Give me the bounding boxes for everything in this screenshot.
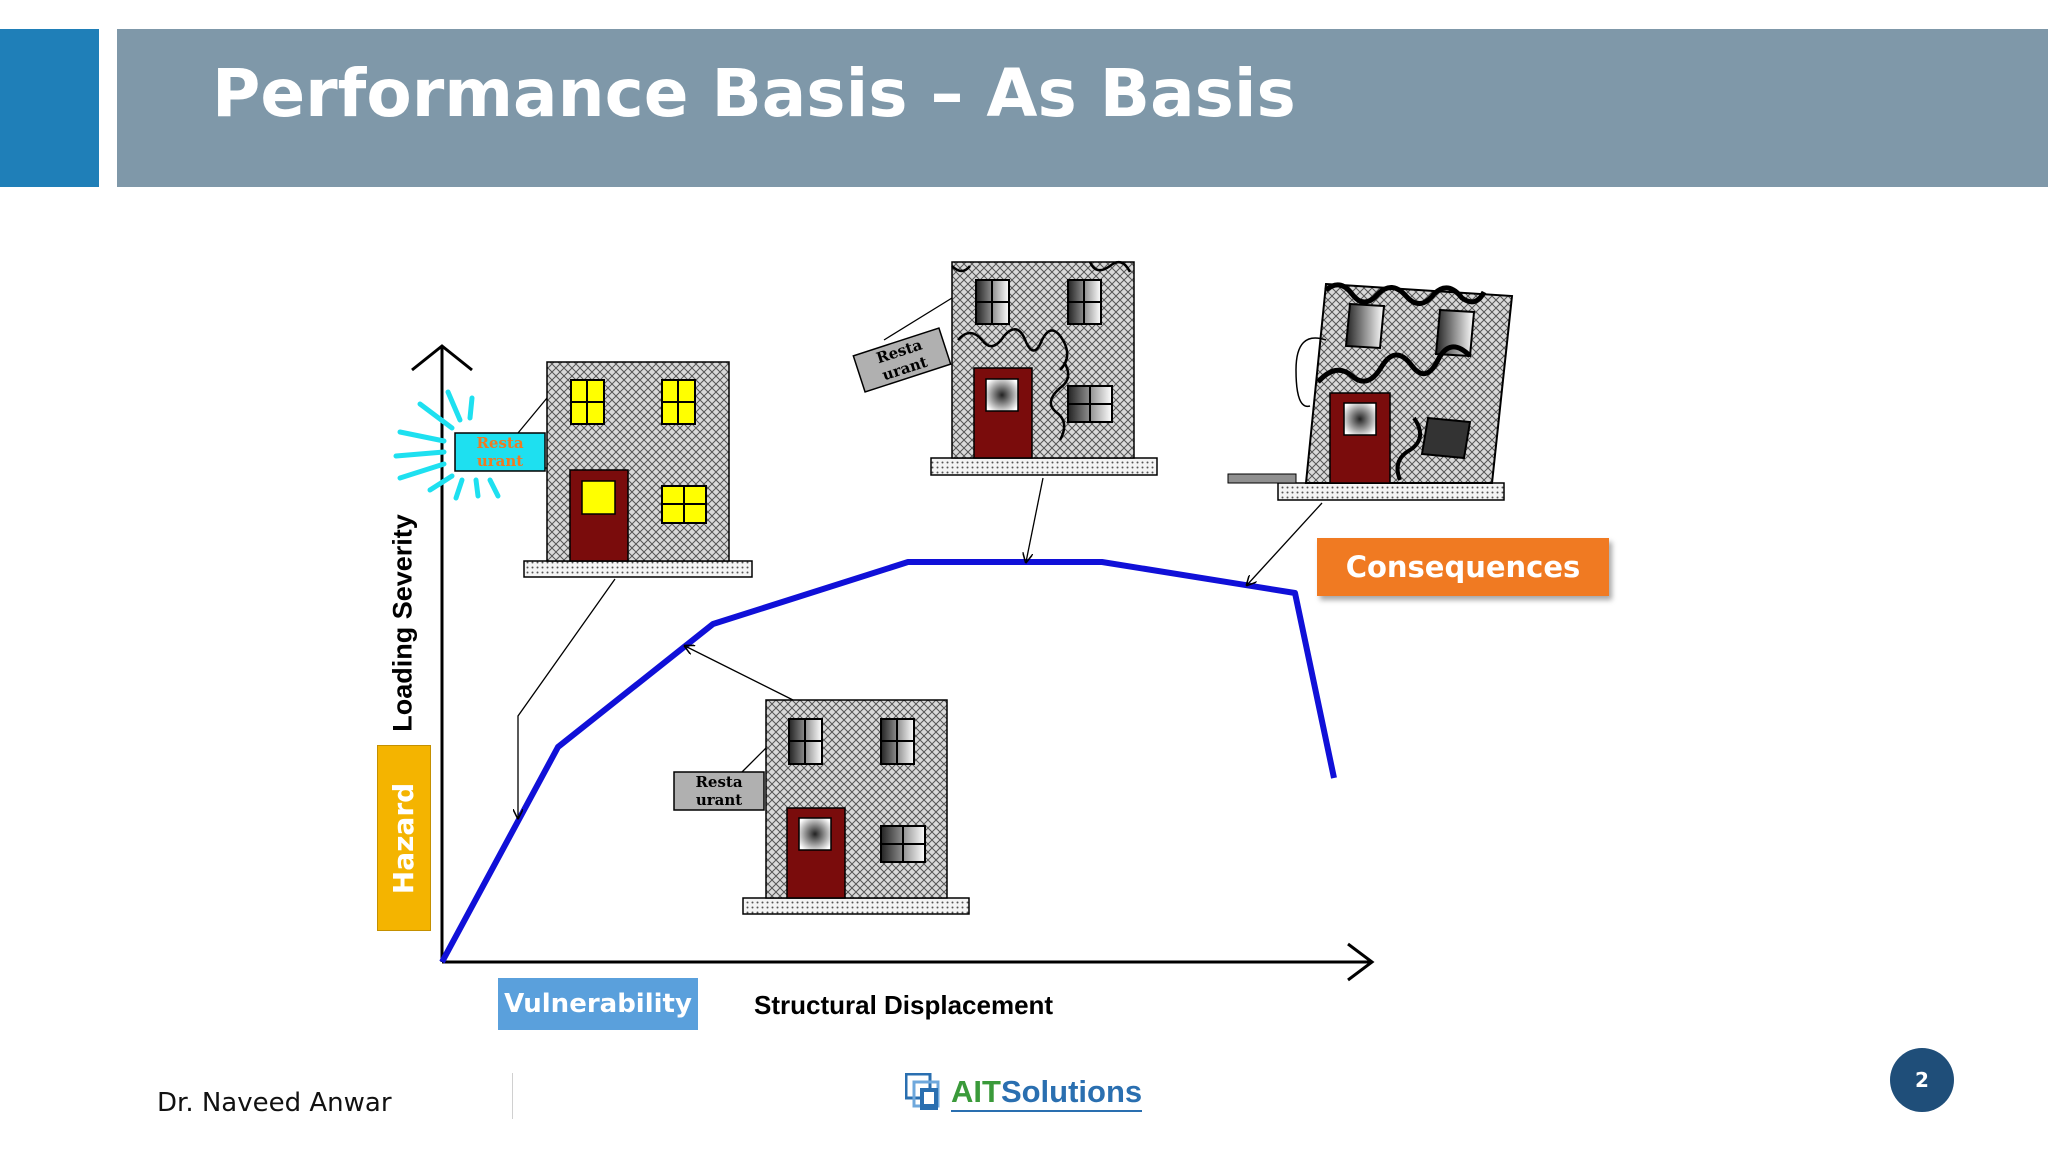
door-window (581, 480, 616, 515)
building-foundation (1277, 482, 1505, 501)
window (975, 279, 1113, 423)
door (786, 807, 846, 899)
sign-text-line1: Resta (695, 773, 742, 791)
hazard-label-text: Hazard (387, 782, 421, 894)
building-yield: Resta urant (673, 699, 970, 915)
consequences-label: Consequences (1317, 538, 1609, 596)
leader-line-yield (685, 646, 794, 701)
window-lit (570, 379, 707, 524)
crack-line (1324, 282, 1487, 306)
building-foundation (523, 560, 753, 578)
crack-line (957, 328, 1069, 371)
restaurant-sign-lit (454, 432, 546, 472)
logo-text: AITSolutions (951, 1074, 1143, 1112)
sign-text-line1: Resta (476, 434, 523, 452)
y-axis-arrowhead (411, 344, 473, 372)
crack-line (1316, 344, 1472, 384)
door-window (1343, 402, 1377, 436)
sign-bracket (883, 297, 953, 341)
logo-text-ait: AIT (951, 1074, 1001, 1109)
building-foundation (930, 457, 1158, 476)
building-intact: Resta urant (393, 361, 753, 578)
door-window (798, 817, 832, 851)
ait-solutions-logo: AITSolutions (905, 1073, 1143, 1113)
logo-text-solutions: Solutions (1000, 1074, 1143, 1109)
leader-line-collapse (1247, 502, 1323, 585)
sign-text-line2: urant (477, 452, 523, 470)
building-collapsing (1227, 282, 1514, 501)
crack-line (1395, 416, 1422, 481)
window (788, 718, 926, 863)
capacity-curve (439, 559, 1337, 964)
sign-text-line2: urant (696, 791, 742, 809)
leader-line-elastic (518, 578, 616, 818)
sign-bracket (741, 747, 767, 773)
page-number-badge: 2 (1890, 1048, 1954, 1112)
ait-logo-icon (905, 1073, 940, 1110)
x-axis-label: Structural Displacement (754, 990, 1054, 1020)
y-axis-label: Loading Severity (387, 514, 418, 732)
accent-block (0, 29, 99, 187)
crack-line (1088, 260, 1132, 273)
building-foundation (742, 897, 970, 915)
title-bar: Performance Basis – As Basis (117, 29, 2048, 187)
window (1344, 302, 1476, 460)
fallen-sign (1227, 473, 1297, 484)
vulnerability-label: Vulnerability (498, 978, 698, 1030)
door-window (985, 378, 1019, 412)
hanging-wire (1295, 337, 1327, 408)
restaurant-sign-tilted: Resta urant (852, 327, 952, 393)
building-cracked: Resta urant (852, 260, 1158, 476)
crack-line (1049, 361, 1070, 441)
slide-title: Performance Basis – As Basis (212, 55, 1296, 132)
sign-bracket (517, 397, 548, 434)
door (569, 469, 629, 562)
restaurant-sign (673, 771, 765, 811)
sign-glow (393, 389, 501, 501)
crack-line (951, 265, 971, 273)
x-axis-arrowhead (1347, 942, 1375, 982)
hazard-label: Hazard (377, 745, 431, 931)
author-name: Dr. Naveed Anwar (157, 1088, 392, 1118)
footer-divider (512, 1073, 513, 1119)
leader-line-plateau (1026, 477, 1044, 562)
